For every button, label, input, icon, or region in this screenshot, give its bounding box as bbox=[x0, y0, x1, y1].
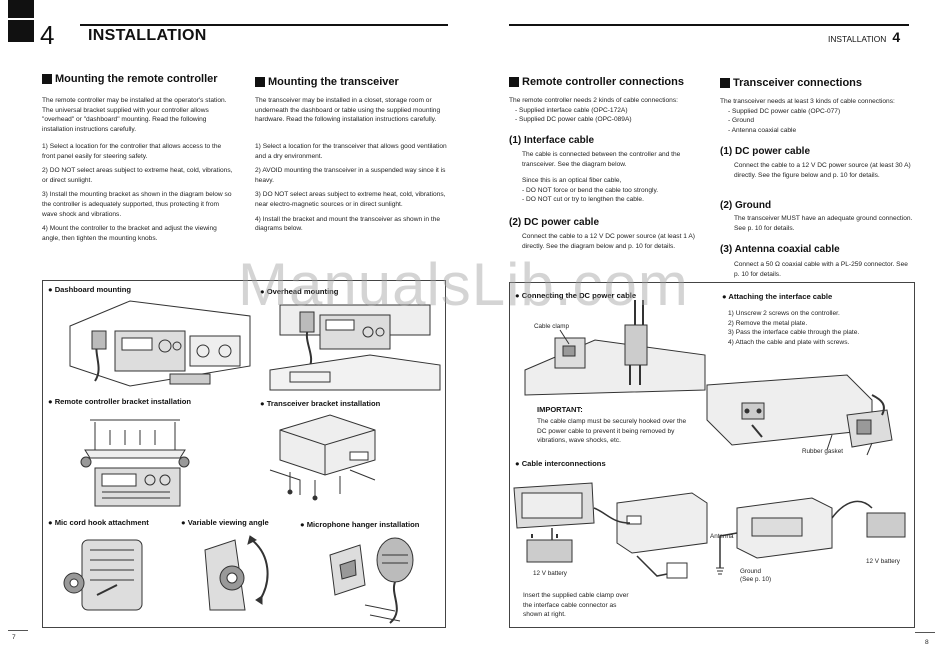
viewing-angle-illustration bbox=[204, 535, 269, 611]
remote-connections-heading: Remote controller connections bbox=[509, 76, 684, 88]
figure-title-attaching: ● Attaching the interface cable bbox=[722, 292, 833, 301]
mounting-transceiver-intro: The transceiver may be installed in a cl… bbox=[255, 97, 441, 124]
running-header-right: INSTALLATION 4 bbox=[828, 29, 901, 45]
attaching-interface-illustration bbox=[706, 374, 893, 456]
section-bullet-icon bbox=[509, 77, 519, 87]
chapter-tab-block-top bbox=[8, 0, 34, 18]
list-item: - Supplied DC power cable (OPC-089A) bbox=[515, 116, 632, 124]
interface-cable-text: The cable is connected between the contr… bbox=[522, 150, 704, 205]
section-bullet-icon bbox=[720, 78, 730, 88]
section-bullet-icon bbox=[42, 74, 52, 84]
ground-label: Ground (See p. 10) bbox=[740, 568, 772, 583]
transceiver-bracket-illustration bbox=[269, 414, 376, 501]
transceiver-connections-heading: Transceiver connections bbox=[720, 77, 862, 89]
figure-title-viewing-angle: ● Variable viewing angle bbox=[181, 518, 269, 527]
right-figure-panel bbox=[509, 282, 915, 628]
remote-connections-intro: The remote controller needs 2 kinds of c… bbox=[509, 96, 704, 125]
list-item: - DO NOT force or bend the cable too str… bbox=[522, 186, 659, 194]
figure-title-dashboard: ● Dashboard mounting bbox=[48, 285, 132, 294]
figure-title-interconnections: ● Cable interconnections bbox=[515, 459, 606, 468]
mic-cord-hook-illustration bbox=[63, 539, 143, 611]
list-item: 2) Remove the metal plate. bbox=[728, 319, 808, 327]
footer-rule-left bbox=[8, 630, 28, 631]
list-item: - Antenna coaxial cable bbox=[728, 126, 797, 134]
cable-clamp-illustration bbox=[524, 300, 706, 396]
important-block: IMPORTANT: The cable clamp must be secur… bbox=[537, 405, 687, 445]
list-item: 4) Attach the cable and plate with screw… bbox=[728, 338, 850, 346]
ground-title: (2) Ground bbox=[720, 200, 772, 211]
transceiver-dc-power-text: Connect the cable to a 12 V DC power sou… bbox=[734, 162, 911, 179]
mic-hanger-illustration bbox=[329, 537, 414, 624]
interface-cable-title: (1) Interface cable bbox=[509, 135, 595, 146]
figure-title-clamp: ● Connecting the DC power cable bbox=[515, 291, 637, 300]
list-item: - Supplied interface cable (OPC-172A) bbox=[515, 106, 628, 114]
mounting-remote-steps: 1) Select a location for the controller … bbox=[42, 142, 234, 248]
list-item: 1) Select a location for the transceiver… bbox=[255, 143, 447, 160]
list-item: 4) Mount the controller to the bracket a… bbox=[42, 225, 217, 242]
list-item: 1) Select a location for the controller … bbox=[42, 143, 222, 160]
mounting-remote-heading: Mounting the remote controller bbox=[42, 73, 218, 85]
rubber-gasket-label: Rubber gasket bbox=[802, 448, 843, 455]
dashboard-mounting-illustration bbox=[69, 300, 251, 387]
transceiver-connections-intro: The transceiver needs at least 3 kinds o… bbox=[720, 97, 915, 135]
overhead-mounting-illustration bbox=[269, 304, 441, 391]
list-item: 3) Install the mounting bracket as shown… bbox=[42, 191, 232, 218]
mounting-remote-intro: The remote controller may be installed a… bbox=[42, 97, 227, 133]
list-item: 1) Unscrew 2 screws on the controller. bbox=[728, 310, 840, 317]
figure-title-mic-hook: ● Mic cord hook attachment bbox=[48, 518, 149, 527]
chapter-tab-block-bottom bbox=[8, 20, 34, 42]
mounting-transceiver-steps: 1) Select a location for the transceiver… bbox=[255, 142, 447, 239]
cable-clamp-label: Cable clamp bbox=[534, 323, 569, 330]
left-figure-panel bbox=[42, 280, 446, 628]
list-item: 2) AVOID mounting the transceiver in a s… bbox=[255, 167, 446, 184]
list-item: - Ground bbox=[728, 117, 755, 125]
page-number-left: 7 bbox=[12, 634, 16, 641]
list-item: 2) DO NOT select areas subject to extrem… bbox=[42, 167, 233, 184]
list-item: - DO NOT cut or try to lengthen the cabl… bbox=[522, 196, 644, 204]
footer-rule-right bbox=[915, 632, 935, 633]
list-item: 3) DO NOT select areas subject to extrem… bbox=[255, 191, 446, 208]
clamp-note: Insert the supplied cable clamp over the… bbox=[523, 592, 629, 619]
remote-bracket-illustration bbox=[80, 419, 190, 507]
chapter-rule-right bbox=[509, 24, 909, 26]
chapter-number: 4 bbox=[40, 20, 55, 50]
chapter-title: INSTALLATION bbox=[88, 27, 207, 44]
battery-label-right: 12 V battery bbox=[866, 558, 900, 565]
battery-label-left: 12 V battery bbox=[533, 570, 567, 577]
ground-text: The transceiver MUST have an adequate gr… bbox=[734, 215, 913, 232]
antenna-title: (3) Antenna coaxial cable bbox=[720, 244, 840, 255]
page-number-right: 8 bbox=[925, 639, 929, 646]
antenna-text: Connect a 50 Ω coaxial cable with a PL-2… bbox=[734, 261, 908, 278]
remote-dc-power-text: Connect the cable to a 12 V DC power sou… bbox=[522, 233, 695, 250]
attaching-steps: 1) Unscrew 2 screws on the controller. 2… bbox=[728, 309, 908, 347]
chapter-rule-left bbox=[80, 24, 448, 26]
section-bullet-icon bbox=[255, 77, 265, 87]
figure-title-transceiver-bracket: ● Transceiver bracket installation bbox=[260, 399, 381, 408]
figure-title-mic-hanger: ● Microphone hanger installation bbox=[300, 520, 420, 529]
list-item: 4) Install the bracket and mount the tra… bbox=[255, 215, 441, 233]
figure-title-remote-bracket: ● Remote controller bracket installation bbox=[48, 397, 192, 406]
list-item: 3) Pass the interface cable through the … bbox=[728, 329, 860, 337]
remote-dc-power-title: (2) DC power cable bbox=[509, 217, 600, 228]
watermark: ManualsLib.com bbox=[238, 251, 689, 318]
antenna-label: Antenna bbox=[710, 533, 734, 540]
list-item: - Supplied DC power cable (OPC-077) bbox=[728, 107, 841, 115]
mounting-transceiver-heading: Mounting the transceiver bbox=[255, 76, 399, 88]
transceiver-dc-power-title: (1) DC power cable bbox=[720, 146, 811, 157]
cable-interconnections-illustration bbox=[513, 482, 906, 579]
figure-title-overhead: ● Overhead mounting bbox=[260, 287, 339, 296]
